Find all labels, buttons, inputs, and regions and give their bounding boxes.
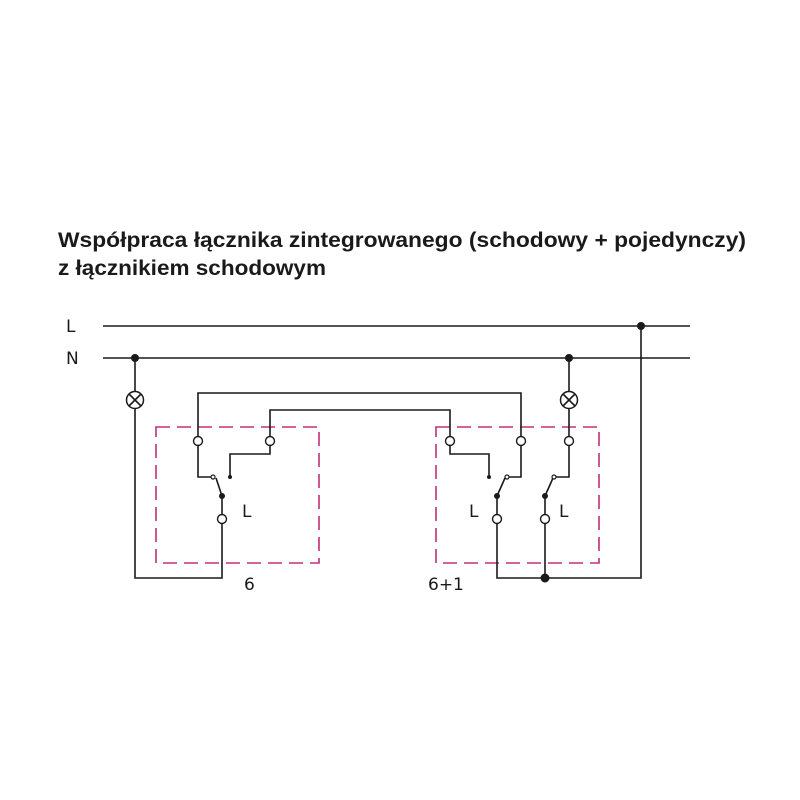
switch-6plus1-l-label-2: L — [559, 502, 569, 522]
switch-contacts — [210, 474, 557, 499]
neutral-label: N — [66, 349, 79, 369]
junctions — [131, 322, 645, 583]
wires — [134, 326, 642, 579]
switch-6-enclosure — [155, 426, 320, 564]
switch-6plus1-enclosure — [435, 426, 600, 564]
title-line-1: Współpraca łącznika zintegrowanego (scho… — [58, 229, 746, 252]
lamp-right-icon — [559, 390, 579, 410]
lamp-left-icon — [125, 390, 145, 410]
switch-6-l-label: L — [242, 502, 252, 522]
terminals — [192, 435, 575, 525]
switch-6plus1-l-label-1: L — [469, 502, 479, 522]
switch-6plus1-model-label: 6+1 — [428, 575, 464, 595]
phase-label: L — [66, 317, 76, 337]
title-line-2: z łącznikiem schodowym — [58, 257, 326, 280]
switch-6-model-label: 6 — [244, 575, 255, 595]
